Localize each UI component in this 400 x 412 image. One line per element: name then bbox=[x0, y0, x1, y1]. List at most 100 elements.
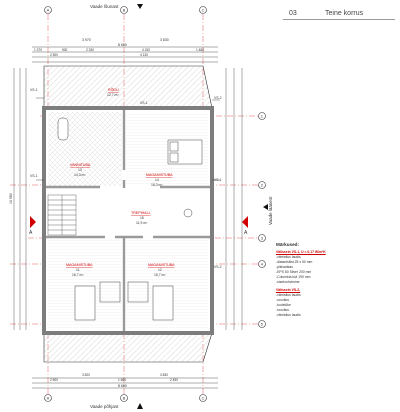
room-number: 15 bbox=[140, 216, 144, 220]
chair-hall bbox=[183, 208, 193, 218]
terrace-bottom bbox=[43, 332, 213, 363]
note-block-1-line: -sisekrohvimine bbox=[276, 280, 300, 284]
window-label-3: VS-1 bbox=[30, 174, 38, 178]
room-number: 14 bbox=[155, 178, 159, 182]
room-bathroom: VANNITUBA 13 14,3 m² bbox=[70, 163, 91, 177]
room-name: VANNITUBA bbox=[70, 163, 91, 167]
view-label-east: Vaade läänest bbox=[268, 196, 273, 225]
axis-markers-top: A B C bbox=[44, 6, 207, 14]
axis-label-5: 5 bbox=[261, 322, 264, 327]
dimension-lines-top bbox=[32, 46, 218, 63]
room-name: MAGAMISTUBA bbox=[146, 173, 173, 177]
room-area: 18,3 m² bbox=[151, 183, 163, 187]
section-marker-left: A bbox=[29, 216, 36, 236]
dim-top-detail-2: 900 bbox=[62, 48, 68, 52]
note-block-1-line: -pikisarikas bbox=[276, 265, 293, 269]
room-number: 11 bbox=[76, 268, 80, 272]
bed-room-12 bbox=[152, 285, 174, 321]
room-name: RÕDU bbox=[108, 87, 119, 92]
desk-room-12 bbox=[127, 281, 149, 303]
bed-room-14 bbox=[167, 139, 203, 165]
room-bedroom-12: MAGAMISTUBA 12 15,7 m² bbox=[148, 263, 175, 277]
axis-label-a-bottom: A bbox=[47, 396, 50, 401]
room-name: MAGAMISTUBA bbox=[148, 263, 175, 267]
section-label-left: A bbox=[29, 230, 33, 236]
dim-bottom-total: 8 680 bbox=[118, 384, 127, 388]
view-arrow-south bbox=[137, 403, 143, 409]
room-number: 13 bbox=[78, 168, 82, 172]
window-marks bbox=[36, 97, 220, 181]
dim-top-detail-4: 4 150 bbox=[142, 48, 150, 52]
view-arrow-east bbox=[263, 204, 268, 210]
axis-label-4: 4 bbox=[261, 262, 264, 267]
dimension-lines-bottom bbox=[32, 377, 218, 389]
sheet-number: 03 bbox=[289, 10, 297, 17]
axis-label-b-top: B bbox=[123, 8, 126, 13]
axis-label-b-bottom: B bbox=[123, 396, 126, 401]
dim-top-total: 8 680 bbox=[118, 43, 127, 47]
axis-label-c-top: C bbox=[202, 8, 205, 13]
room-area: 12,7 m² bbox=[107, 93, 119, 97]
room-bedroom-14: MAGAMISTUBA 14 18,3 m² bbox=[146, 173, 173, 187]
axis-label-1: 1 bbox=[261, 114, 264, 119]
axis-markers-bottom: A B C bbox=[44, 394, 207, 402]
desk-room-11 bbox=[99, 281, 121, 303]
dim-bottom-detail-1: 2 500 bbox=[50, 378, 58, 382]
window-label-2: VS-1 bbox=[140, 101, 148, 105]
axis-label-2: 2 bbox=[261, 183, 264, 188]
staircase bbox=[47, 194, 77, 236]
note-block-1-line: -distantsliist 25 x 50 mm bbox=[276, 260, 313, 264]
section-marker-right: A bbox=[242, 216, 248, 236]
dim-top-detail-1: 1 370 bbox=[34, 48, 42, 52]
room-balcony: RÕDU 12,7 m² bbox=[107, 87, 119, 97]
dim-top-detail-3: 2 330 bbox=[86, 48, 94, 52]
notes-heading: Märkused: bbox=[276, 242, 299, 247]
room-area: 11,9 m² bbox=[136, 221, 148, 225]
axis-label-c-bottom: C bbox=[202, 396, 205, 401]
window-label-6: VS-2 bbox=[214, 265, 222, 269]
bed-room-11 bbox=[74, 285, 96, 321]
note-block-2-line: -tuuletõke bbox=[276, 303, 291, 307]
notes-panel: Märkused: Välissein VS-1, U = 0,17 W/m²K… bbox=[276, 242, 396, 318]
dim-left-total: 10 980 bbox=[9, 193, 13, 204]
window-label-4: VS-1 bbox=[214, 178, 222, 182]
view-label-south: Vaade põhjast bbox=[90, 404, 119, 409]
sheet-title: Teine korrus bbox=[325, 10, 364, 17]
axis-markers-right: 1 2 3 4 5 bbox=[258, 112, 266, 328]
note-block-1-line: -viimistlus laudis bbox=[276, 255, 301, 259]
dim-top-detail-5: 1 480 bbox=[196, 48, 204, 52]
room-number: 12 bbox=[158, 268, 162, 272]
dim-bottom-part-1: 3 820 bbox=[82, 373, 90, 377]
dim-bottom-part-2: 3 830 bbox=[160, 373, 168, 377]
room-area: 15,7 m² bbox=[154, 273, 166, 277]
dim-top-detail2-1: 2 500 bbox=[50, 53, 58, 57]
view-label-north: Vaade lõunast bbox=[90, 4, 119, 9]
dimension-lines-right bbox=[225, 68, 243, 330]
room-area: 14,3 m² bbox=[74, 173, 86, 177]
note-block-2-line: -roovitus bbox=[276, 298, 290, 302]
note-block-1-line: -EPS 60 Silver 200 mm bbox=[276, 270, 312, 274]
window-label-1: VS-1 bbox=[30, 88, 38, 92]
bathtub bbox=[57, 117, 69, 141]
note-block-2-line: -roovitus bbox=[276, 308, 290, 312]
dim-top-part-2: 3 830 bbox=[160, 38, 169, 42]
dim-top-detail2-2: 4 130 bbox=[140, 53, 148, 57]
dim-top-part-1: 3 970 bbox=[82, 38, 91, 42]
axis-label-a-top: A bbox=[47, 8, 50, 13]
header-rule bbox=[283, 19, 395, 20]
room-stair-hall: TREPIHALL 15 11,9 m² bbox=[131, 211, 151, 225]
room-area: 16,7 m² bbox=[72, 273, 84, 277]
note-block-1-line: -Columbia kivi 190 mm bbox=[276, 275, 311, 279]
room-bedroom-11: MAGAMISTUBA 11 16,7 m² bbox=[66, 263, 93, 277]
interior-walls bbox=[46, 110, 210, 331]
note-block-2-line: -viimistlus laudis bbox=[276, 293, 301, 297]
dim-bottom-detail-2: 1 660 bbox=[118, 378, 126, 382]
room-name: TREPIHALL bbox=[131, 211, 151, 215]
window-label-5: VS-2 bbox=[214, 96, 222, 100]
dimension-lines-left bbox=[13, 68, 27, 330]
note-block-2-title: Välissein VS-2, bbox=[276, 288, 301, 292]
note-block-1-title: Välissein VS-1, U = 0,17 W/m²K bbox=[276, 250, 326, 254]
dim-bottom-detail-3: 2 450 bbox=[170, 378, 178, 382]
view-arrow-north bbox=[137, 4, 143, 9]
